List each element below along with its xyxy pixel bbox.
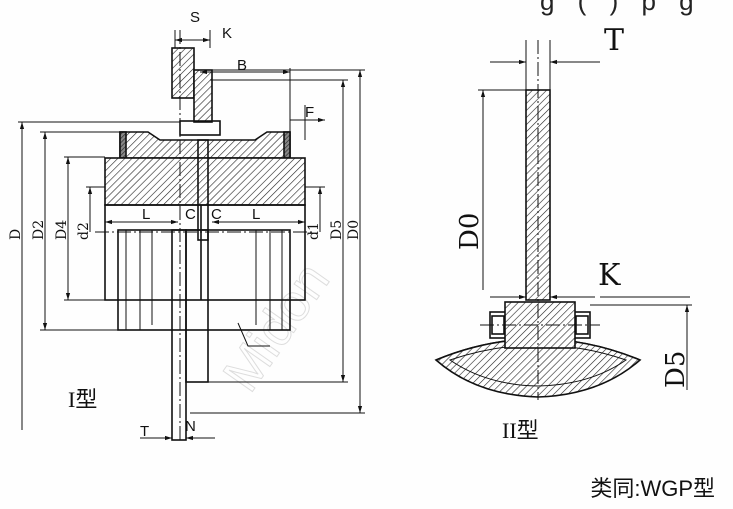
- dim-b: B: [237, 57, 247, 74]
- dim-n: N: [185, 418, 196, 435]
- dim-s: S: [190, 9, 200, 26]
- dim-d5-2: D5: [661, 351, 691, 388]
- title-fragment: g ( ) p g: [540, 0, 702, 16]
- dim-t-2: T: [604, 23, 624, 58]
- dim-d0: D0: [346, 220, 362, 240]
- dim-t: T: [140, 423, 149, 440]
- type-2-label: II型: [502, 418, 539, 443]
- dim-d2-outer: D2: [31, 220, 47, 240]
- dim-l-right: L: [252, 206, 260, 223]
- dim-d5: D5: [329, 220, 345, 240]
- dim-l-left: L: [142, 206, 150, 223]
- view-1-drawing: S K B F D D2 D4 d2 L C C L d1 D5 D0 T N …: [8, 9, 365, 441]
- watermark: Midon: [212, 253, 341, 402]
- dim-c-left: C: [185, 206, 196, 223]
- dim-c-right: C: [211, 206, 222, 223]
- dim-f: F: [305, 104, 314, 121]
- dim-k: K: [222, 25, 232, 42]
- dim-d1: d1: [306, 222, 322, 240]
- dim-d4: D4: [54, 220, 70, 240]
- dim-d0-2: D0: [455, 213, 485, 250]
- dim-d2-bore: d2: [76, 222, 92, 240]
- type-1-label: I型: [68, 387, 97, 412]
- caption: 类同:WGP型: [590, 476, 715, 501]
- view-2-drawing: T D0 K D5 II型: [434, 23, 692, 443]
- dim-d: D: [8, 229, 24, 240]
- dim-k-2: K: [598, 258, 621, 293]
